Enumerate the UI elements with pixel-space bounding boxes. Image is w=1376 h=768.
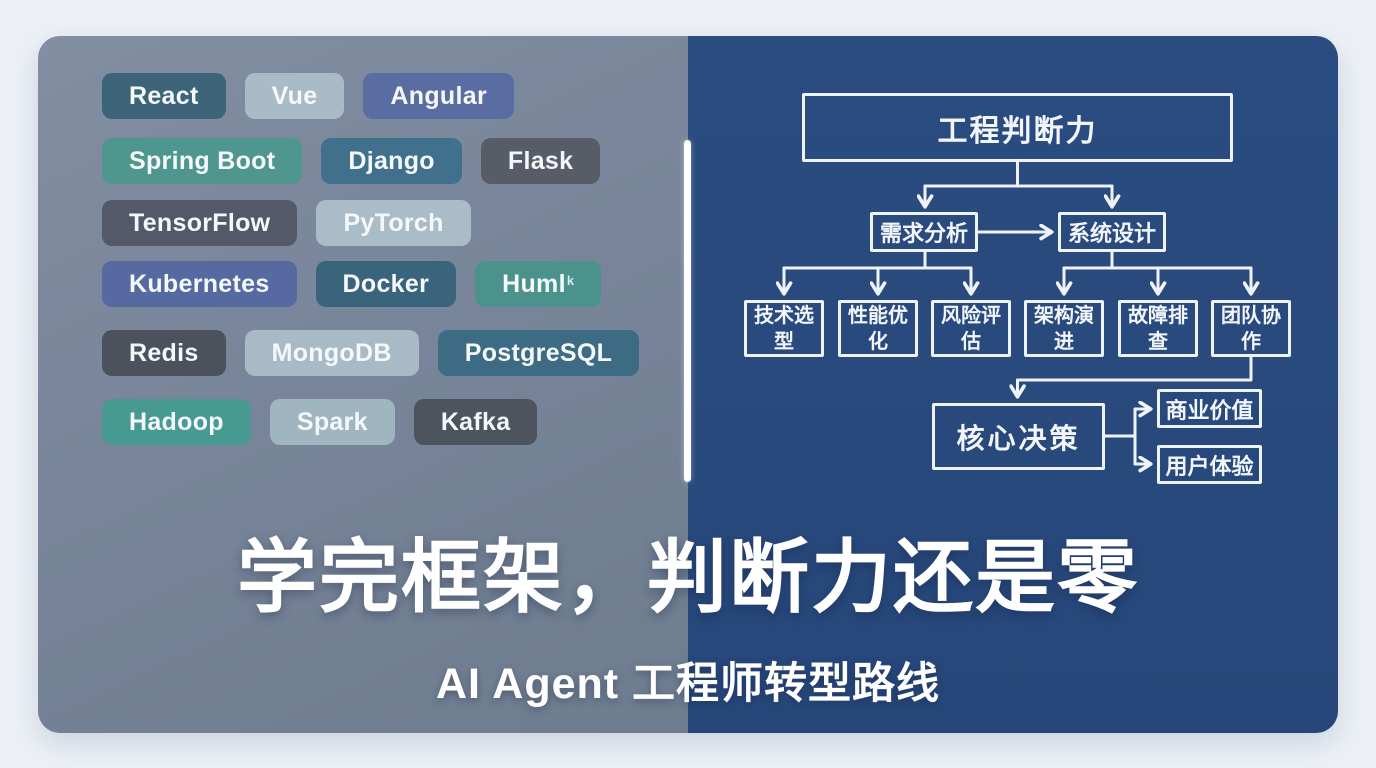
tag-docker: Docker xyxy=(315,261,457,307)
flow-box-tech-selection: 技术选型 xyxy=(744,300,824,357)
flow-box-system-design: 系统设计 xyxy=(1058,212,1166,252)
tag-row: Hadoop Spark Kafka xyxy=(102,399,538,445)
tag-kafka: Kafka xyxy=(413,399,538,445)
flow-box-troubleshooting: 故障排查 xyxy=(1118,300,1198,357)
tag-kubernetes: Kubernetes xyxy=(102,261,297,307)
tag-django: Django xyxy=(321,138,462,184)
tag-pytorch: PyTorch xyxy=(316,200,471,246)
tag-huml-label: Huml xyxy=(502,269,566,298)
tag-row: Redis MongoDB PostgreSQL xyxy=(102,330,640,376)
flow-box-architecture-evolution: 架构演进 xyxy=(1024,300,1104,357)
tag-postgresql: PostgreSQL xyxy=(437,330,640,376)
tag-row: TensorFlow PyTorch xyxy=(102,200,471,246)
tag-tensorflow: TensorFlow xyxy=(102,200,298,246)
infographic-card: React Vue Angular Spring Boot Django Fla… xyxy=(38,36,1338,733)
tag-vue: Vue xyxy=(244,73,345,119)
subtitle: AI Agent 工程师转型路线 xyxy=(435,660,941,708)
flow-box-risk-assessment: 风险评估 xyxy=(931,300,1011,357)
flow-box-performance-tuning: 性能优化 xyxy=(838,300,918,357)
flow-box-requirement-analysis: 需求分析 xyxy=(870,212,978,252)
tag-redis: Redis xyxy=(102,330,226,376)
flow-box-business-value: 商业价值 xyxy=(1157,389,1262,428)
tag-react: React xyxy=(102,73,226,119)
flow-box-team-collaboration: 团队协作 xyxy=(1211,300,1291,357)
tag-spring-boot: Spring Boot xyxy=(102,138,303,184)
vertical-divider xyxy=(684,140,691,482)
flow-box-user-experience: 用户体验 xyxy=(1157,445,1262,484)
tag-row: React Vue Angular xyxy=(102,73,514,119)
tag-spark: Spark xyxy=(269,399,395,445)
main-title: 学完框架，判断力还是零 xyxy=(237,533,1139,622)
tag-huml-glitch: k xyxy=(566,273,575,288)
tag-flask: Flask xyxy=(480,138,601,184)
flow-box-engineering-judgment: 工程判断力 xyxy=(802,93,1233,162)
flow-box-core-decision: 核心决策 xyxy=(932,403,1105,470)
tag-mongodb: MongoDB xyxy=(244,330,419,376)
tag-row: Spring Boot Django Flask xyxy=(102,138,601,184)
tag-hadoop: Hadoop xyxy=(102,399,251,445)
tag-angular: Angular xyxy=(363,73,514,119)
